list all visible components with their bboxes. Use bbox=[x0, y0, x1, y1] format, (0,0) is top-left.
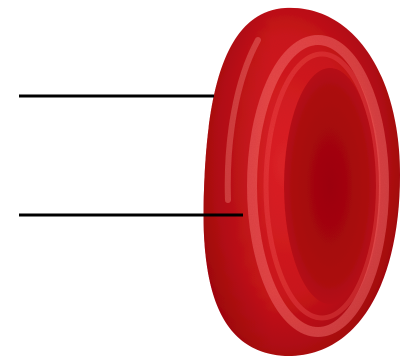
red-blood-cell bbox=[204, 8, 400, 356]
cell-center-depression bbox=[284, 68, 376, 304]
